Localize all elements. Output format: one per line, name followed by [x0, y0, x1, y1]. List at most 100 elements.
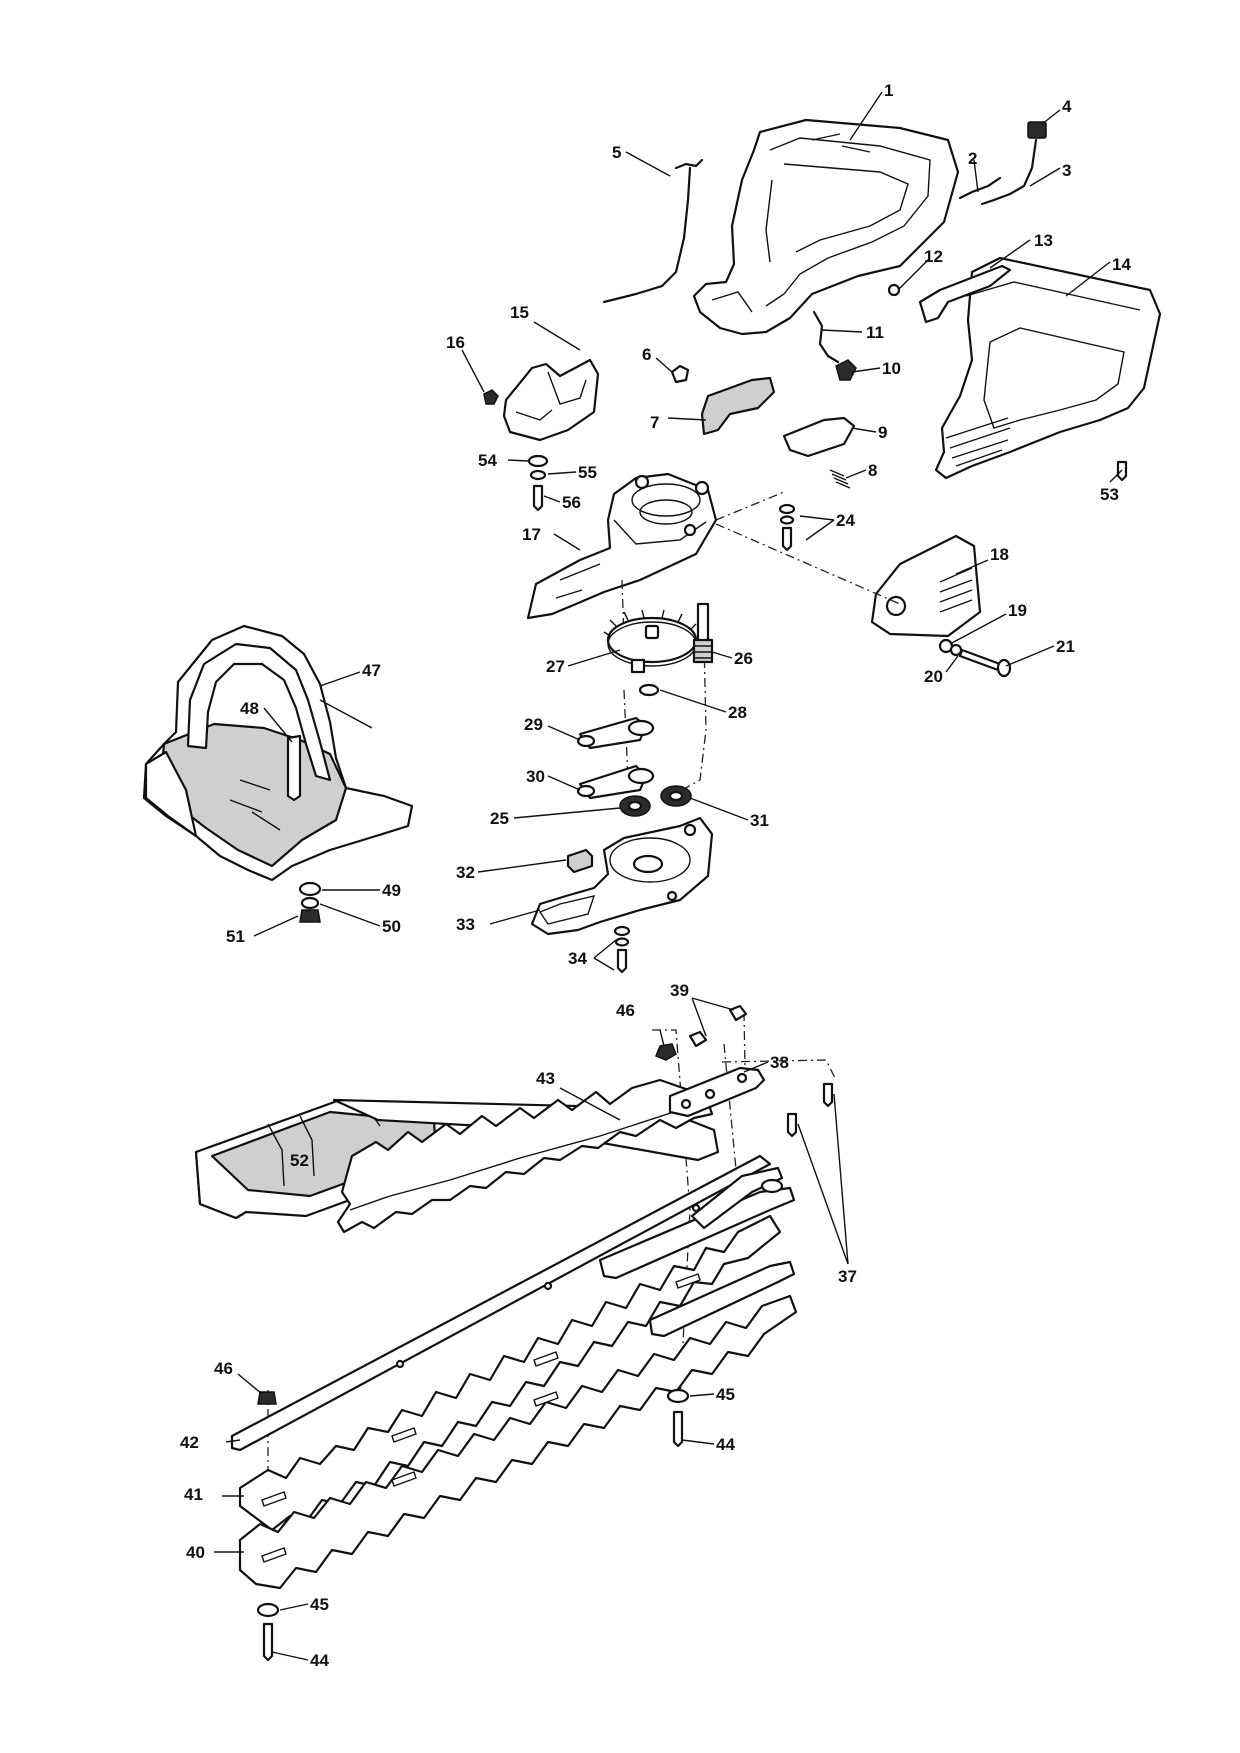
- wire-2: [958, 176, 1002, 200]
- washer-39a: [688, 1030, 708, 1048]
- part-number-label: 7: [650, 413, 659, 432]
- switch-wiring: [602, 121, 1047, 304]
- screw-set-34: [613, 925, 631, 974]
- part-number-label: 49: [382, 881, 401, 900]
- trigger-7: [700, 376, 776, 436]
- trigger-13: [918, 264, 1012, 324]
- gear-27: [603, 609, 703, 674]
- part-number-label: 47: [362, 661, 381, 680]
- part-number-label: 30: [526, 767, 545, 786]
- part-number-labels: 1 2 3 4 5 6 7 8 9 10 11 12 13 14 15 16 1…: [180, 81, 1131, 1670]
- part-number-label: 13: [1034, 231, 1053, 250]
- part-number-label: 25: [490, 809, 509, 828]
- part-number-label: 24: [836, 511, 855, 530]
- part-number-label: 45: [310, 1595, 329, 1614]
- part-number-label: 3: [1062, 161, 1071, 180]
- part-number-label: 41: [184, 1485, 203, 1504]
- part-number-label: 54: [478, 451, 497, 470]
- front-bracket-15: [483, 358, 600, 512]
- screw-set-24: [778, 503, 796, 552]
- part-number-label: 52: [290, 1151, 309, 1170]
- part-number-label: 39: [670, 981, 689, 1000]
- part-number-label: 28: [728, 703, 747, 722]
- left-handle-housing: [692, 118, 960, 336]
- part-number-label: 43: [536, 1069, 555, 1088]
- washer-45-left: [256, 1602, 280, 1618]
- part-number-label: 5: [612, 143, 621, 162]
- blade-fasteners: [256, 460, 1128, 1662]
- part-number-label: 9: [878, 423, 887, 442]
- part-number-label: 31: [750, 811, 769, 830]
- leader-lines: [214, 91, 1123, 1661]
- nut-16: [483, 389, 499, 405]
- rod-11: [812, 310, 840, 364]
- part-number-label: 15: [510, 303, 529, 322]
- part-number-label: 21: [1056, 637, 1075, 656]
- link-29: [576, 716, 655, 750]
- nut-46-top: [655, 1043, 677, 1061]
- switch-icon: [1027, 121, 1047, 139]
- gear-housing-17: [526, 472, 718, 620]
- gear-cover-33: [530, 816, 714, 974]
- part-number-label: 40: [186, 1543, 205, 1562]
- right-handle-housing: [934, 256, 1162, 480]
- part-number-label: 26: [734, 649, 753, 668]
- blade-strips: [598, 1166, 796, 1338]
- nut-46-bottom: [257, 1391, 277, 1405]
- part-number-label: 38: [770, 1053, 789, 1072]
- part-number-label: 6: [642, 345, 651, 364]
- part-number-label: 46: [214, 1359, 233, 1378]
- blade-guard-52: [194, 1098, 450, 1220]
- blade-41: [238, 1214, 782, 1532]
- spring-12: [887, 283, 901, 297]
- part-number-label: 17: [522, 525, 541, 544]
- washer-28: [638, 683, 660, 697]
- part-number-label: 19: [1008, 601, 1027, 620]
- part-number-label: 12: [924, 247, 943, 266]
- part-number-label: 42: [180, 1433, 199, 1452]
- blade-40: [238, 1294, 798, 1590]
- part-number-label: 1: [884, 81, 893, 100]
- front-handle-47: [142, 624, 414, 923]
- part-number-label: 16: [446, 333, 465, 352]
- upper-blade-43: [332, 1078, 720, 1234]
- part-number-label: 53: [1100, 485, 1119, 504]
- trigger-parts: [670, 264, 1012, 489]
- part-number-label: 44: [716, 1435, 735, 1454]
- part-number-label: 34: [568, 949, 587, 968]
- spring-6: [670, 364, 690, 384]
- part-number-label: 45: [716, 1385, 735, 1404]
- part-number-label: 29: [524, 715, 543, 734]
- part-number-label: 44: [310, 1651, 329, 1670]
- spring-8: [829, 469, 851, 489]
- washer-55: [529, 469, 547, 481]
- washer-50: [300, 896, 320, 910]
- screw-21: [958, 648, 1002, 672]
- screw-37b: [786, 1112, 798, 1138]
- part-number-label: 11: [866, 323, 884, 342]
- link-30: [576, 764, 655, 800]
- part-number-label: 33: [456, 915, 475, 934]
- part-number-label: 55: [578, 463, 597, 482]
- part-number-label: 18: [990, 545, 1009, 564]
- shaft-26: [692, 602, 714, 664]
- washer-49: [298, 881, 322, 897]
- gear-train: [576, 602, 714, 817]
- pad-32: [566, 848, 594, 874]
- part-number-label: 37: [838, 1267, 857, 1286]
- part-number-label: 8: [868, 461, 877, 480]
- lever-9: [782, 416, 856, 458]
- wire-3: [980, 138, 1038, 206]
- part-number-label: 4: [1062, 97, 1072, 116]
- screw-53: [1116, 460, 1128, 482]
- washer-54: [527, 454, 549, 468]
- screw-56: [532, 484, 544, 512]
- part-number-label: 14: [1112, 255, 1131, 274]
- part-number-label: 48: [240, 699, 259, 718]
- part-number-label: 20: [924, 667, 943, 686]
- part-number-label: 50: [382, 917, 401, 936]
- part-number-label: 56: [562, 493, 581, 512]
- part-number-label: 51: [226, 927, 245, 946]
- washer-45-right: [666, 1388, 690, 1404]
